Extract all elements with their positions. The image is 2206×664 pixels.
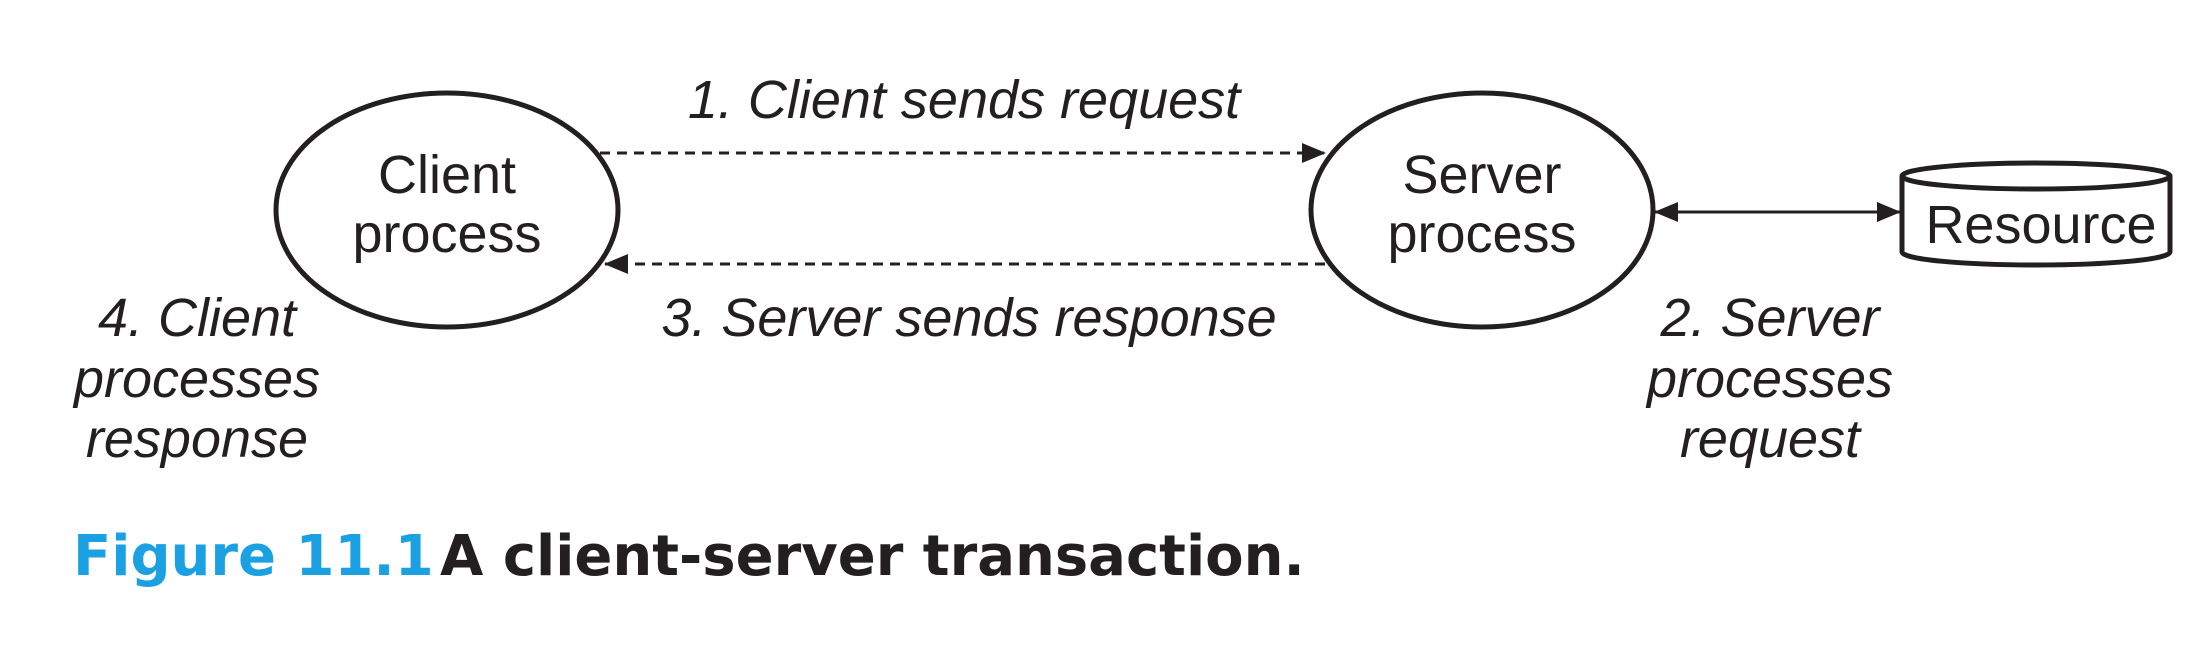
step4-label-line1: 4. Client (98, 288, 298, 348)
client-process-label-line2: process (352, 204, 541, 264)
step2-label: 2. Server processes request (1645, 288, 1893, 469)
figure-number: Figure 11.1 (73, 524, 434, 589)
step2-label-line1: 2. Server (1659, 288, 1881, 348)
server-process-label-line1: Server (1402, 145, 1561, 205)
step4-label: 4. Client processes response (72, 288, 320, 469)
step4-label-line2: processes (72, 349, 320, 409)
figure-title: A client-server transaction. (440, 524, 1305, 589)
server-process-label-line2: process (1387, 204, 1576, 264)
resource-node: Resource (1899, 160, 2173, 268)
resource-label: Resource (1925, 195, 2156, 255)
step2-label-line3: request (1680, 409, 1862, 469)
figure-caption: Figure 11.1 A client-server transaction. (73, 524, 1305, 589)
resource-cylinder-body (1899, 176, 2173, 268)
step2-label-line2: processes (1645, 349, 1893, 409)
step3-label: 3. Server sends response (661, 288, 1276, 348)
client-process-node: Client process (273, 90, 621, 330)
client-process-label-line1: Client (378, 145, 516, 205)
resource-cylinder-top (1899, 160, 2173, 192)
server-process-node: Server process (1308, 90, 1656, 330)
client-process-ellipse (273, 90, 621, 330)
step1-label: 1. Client sends request (688, 70, 1242, 130)
server-process-ellipse (1308, 90, 1656, 330)
step4-label-line3: response (86, 409, 308, 469)
